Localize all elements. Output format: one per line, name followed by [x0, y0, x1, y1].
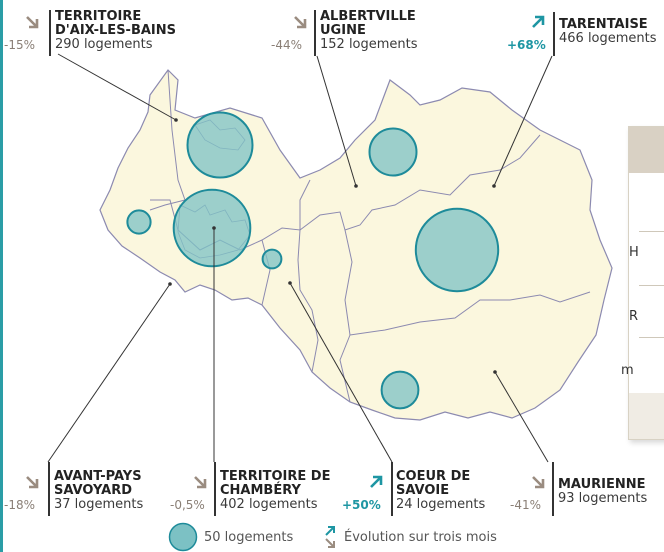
region-border [349, 291, 591, 336]
region-label-tarentaise: TARENTAISE 466 logements [559, 18, 657, 46]
bubble-chambery [172, 188, 252, 268]
leader-line-aix [57, 53, 177, 121]
region-change-aix: -15% [4, 38, 36, 52]
region-name: SAVOYARD [54, 483, 132, 498]
table-cell-fragment: m [621, 363, 634, 378]
region-border [297, 229, 319, 373]
bubble-avant-pays [126, 209, 152, 235]
region-name: ALBERTVILLE [320, 9, 416, 24]
region-label-chambery: TERRITOIRE DE CHAMBÉRY 402 logements [220, 470, 330, 512]
region-name: UGINE [320, 23, 366, 38]
region-count: 402 logements [220, 497, 318, 512]
table-divider [639, 337, 664, 338]
region-count: 152 logements [320, 37, 418, 52]
region-name: TERRITOIRE [55, 9, 142, 24]
region-change-coeur: +50% [342, 498, 381, 512]
region-label-aix: TERRITOIRE D'AIX-LES-BAINS 290 logements [55, 10, 176, 52]
data-table-fragment: H R m [621, 126, 664, 440]
region-label-avant-pays: AVANT-PAYS SAVOYARD 37 logements [54, 470, 143, 512]
bubble-maurienne [380, 370, 420, 410]
leader-dot [288, 281, 292, 285]
leader-line-albertville [316, 55, 357, 187]
region-count: 24 logements [396, 497, 486, 512]
region-count: 466 logements [559, 31, 657, 46]
region-border [149, 69, 186, 211]
trend-down-icon [194, 476, 207, 489]
table-divider [639, 285, 664, 286]
legend-trend-icon [325, 526, 335, 548]
leader-dot [174, 118, 178, 122]
region-name: TARENTAISE [559, 17, 648, 32]
region-name: COEUR DE [396, 469, 471, 484]
region-label-coeur: COEUR DE SAVOIE 24 logements [396, 470, 485, 512]
region-name: MAURIENNE [558, 477, 646, 492]
legend-circle-icon [168, 522, 198, 552]
region-change-chambery: -0,5% [170, 498, 205, 512]
region-change-maurienne: -41% [510, 498, 542, 512]
region-border [339, 229, 353, 403]
leader-line-maurienne [494, 371, 549, 463]
table-divider [639, 231, 664, 232]
region-count: 93 logements [558, 491, 648, 506]
bubble-tarentaise [414, 207, 500, 293]
table-cell-fragment: R [629, 309, 639, 324]
region-count: 290 logements [55, 37, 153, 52]
region-name: CHAMBÉRY [220, 483, 301, 498]
region-change-avant-pays: -18% [4, 498, 36, 512]
leader-line-coeur [289, 282, 393, 463]
leader-dot [492, 184, 496, 188]
trend-up-icon [370, 475, 383, 488]
region-label-maurienne: MAURIENNE 93 logements [558, 478, 647, 506]
label-divider [214, 462, 216, 516]
label-divider [314, 10, 316, 56]
region-name: SAVOIE [396, 483, 450, 498]
legend-circle-label: 50 logements [204, 530, 294, 545]
leader-line-tarentaise [493, 55, 553, 187]
leader-dot [168, 282, 172, 286]
region-count: 37 logements [54, 497, 144, 512]
region-border [261, 239, 271, 306]
region-border [299, 134, 541, 231]
trend-down-icon [294, 16, 307, 29]
bubble-aix [186, 111, 254, 179]
trend-down-icon [26, 476, 39, 489]
label-divider [49, 10, 51, 56]
bubble-albertville [368, 127, 418, 177]
region-name: AVANT-PAYS [54, 469, 142, 484]
trend-down-icon [26, 16, 39, 29]
leader-dot [493, 370, 497, 374]
bubble-coeur [261, 248, 283, 270]
trend-down-icon [532, 476, 545, 489]
table-header [629, 127, 664, 173]
table-cell-fragment: H [629, 245, 639, 260]
label-divider [391, 462, 393, 516]
legend-trend-label: Évolution sur trois mois [344, 530, 497, 545]
label-divider [552, 462, 554, 516]
region-change-tarentaise: +68% [507, 38, 546, 52]
label-divider [553, 12, 555, 56]
bubble-layer [126, 111, 500, 410]
table-footer [629, 393, 664, 439]
map-legend: 50 logements Évolution sur trois mois [0, 522, 664, 552]
leader-dot [354, 184, 358, 188]
frame-border [0, 0, 3, 552]
region-label-albertville: ALBERTVILLE UGINE 152 logements [320, 10, 418, 52]
leader-line-avant-pays [47, 283, 171, 463]
region-name: TERRITOIRE DE [220, 469, 331, 484]
region-name: D'AIX-LES-BAINS [55, 23, 176, 38]
region-change-albertville: -44% [271, 38, 303, 52]
trend-up-icon [532, 15, 545, 28]
label-divider [48, 462, 50, 516]
